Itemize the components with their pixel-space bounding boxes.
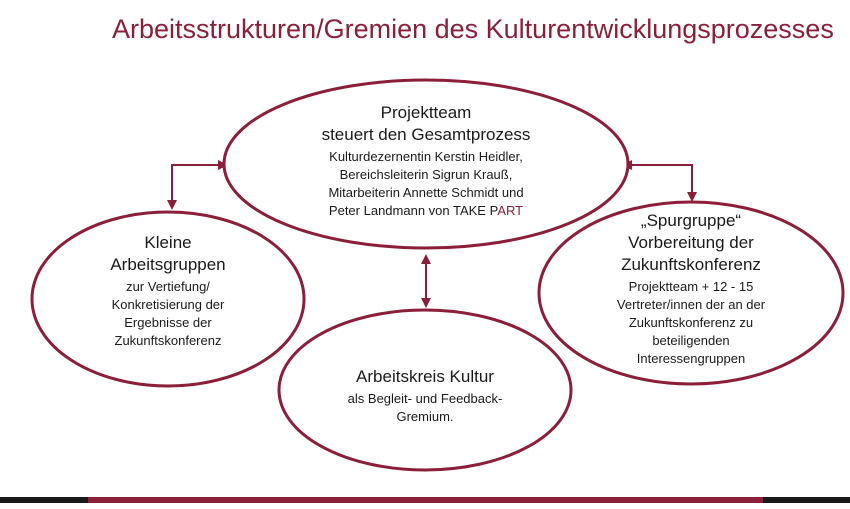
- footer-bar-dark-left: [0, 497, 88, 503]
- spurgruppe-title-2: Vorbereitung der: [628, 233, 754, 252]
- kleine-line-1: zur Vertiefung/: [126, 279, 210, 294]
- spurgruppe-title-3: Zukunftskonferenz: [621, 255, 761, 274]
- footer-bar-accent: [88, 497, 763, 503]
- node-kleine-arbeitsgruppen-text: Kleine Arbeitsgruppen zur Vertiefung/ Ko…: [58, 232, 278, 350]
- projektteam-subtitle: steuert den Gesamtprozess: [321, 125, 531, 144]
- ellipse-projektteam: [222, 78, 630, 250]
- ellipse-kleine-arbeitsgruppen: [30, 210, 306, 388]
- spurgruppe-line-3: Zukunftskonferenz zu: [628, 315, 754, 330]
- node-arbeitskreis-text: Arbeitskreis Kultur als Begleit- und Fee…: [315, 366, 535, 426]
- spurgruppe-line-5: Interessengruppen: [636, 351, 746, 366]
- kleine-line-4: Zukunftskonferenz: [114, 333, 222, 348]
- footer-bar-dark-right: [763, 497, 850, 503]
- projektteam-member-3: Mitarbeiterin Annette Schmidt und: [328, 185, 524, 200]
- spurgruppe-line-1: Projektteam + 12 - 15: [628, 279, 754, 294]
- projektteam-member-1: Kulturdezernentin Kerstin Heidler,: [329, 149, 523, 164]
- kleine-title-1: Kleine: [144, 233, 192, 252]
- arbeitskreis-line-1: als Begleit- und Feedback-: [347, 391, 503, 406]
- arbeitskreis-title: Arbeitskreis Kultur: [356, 367, 494, 386]
- node-projektteam-text: Projektteam steuert den Gesamtprozess Ku…: [276, 102, 576, 220]
- ellipse-arbeitskreis-kultur: [277, 308, 573, 472]
- projektteam-member-2: Bereichsleiterin Sigrun Krauß,: [339, 167, 513, 182]
- projektteam-member-4: Peter Landmann von TAKE PART: [276, 202, 576, 220]
- page-title: Arbeitsstrukturen/Gremien des Kulturentw…: [112, 14, 834, 44]
- projektteam-member-4-text: Peter Landmann von TAKE P: [328, 203, 498, 218]
- connector-projektteam-kleine: [167, 160, 228, 210]
- spurgruppe-line-4: beteiligenden: [652, 333, 730, 348]
- take-part-highlight: ART: [497, 203, 524, 218]
- kleine-line-2: Konkretisierung der: [111, 297, 225, 312]
- kleine-line-3: Ergebnisse der: [124, 315, 212, 330]
- arbeitskreis-line-2: Gremium.: [396, 409, 454, 424]
- kleine-title-2: Arbeitsgruppen: [110, 255, 226, 274]
- spurgruppe-title-1: „Spurgruppe“: [640, 211, 742, 230]
- projektteam-title: Projektteam: [380, 103, 472, 122]
- spurgruppe-line-2: Vertreter/innen der an der: [616, 297, 766, 312]
- ellipse-spurgruppe: [537, 200, 845, 386]
- node-spurgruppe-text: „Spurgruppe“ Vorbereitung der Zukunftsko…: [571, 210, 811, 368]
- connector-projektteam-spurgruppe: [622, 160, 697, 202]
